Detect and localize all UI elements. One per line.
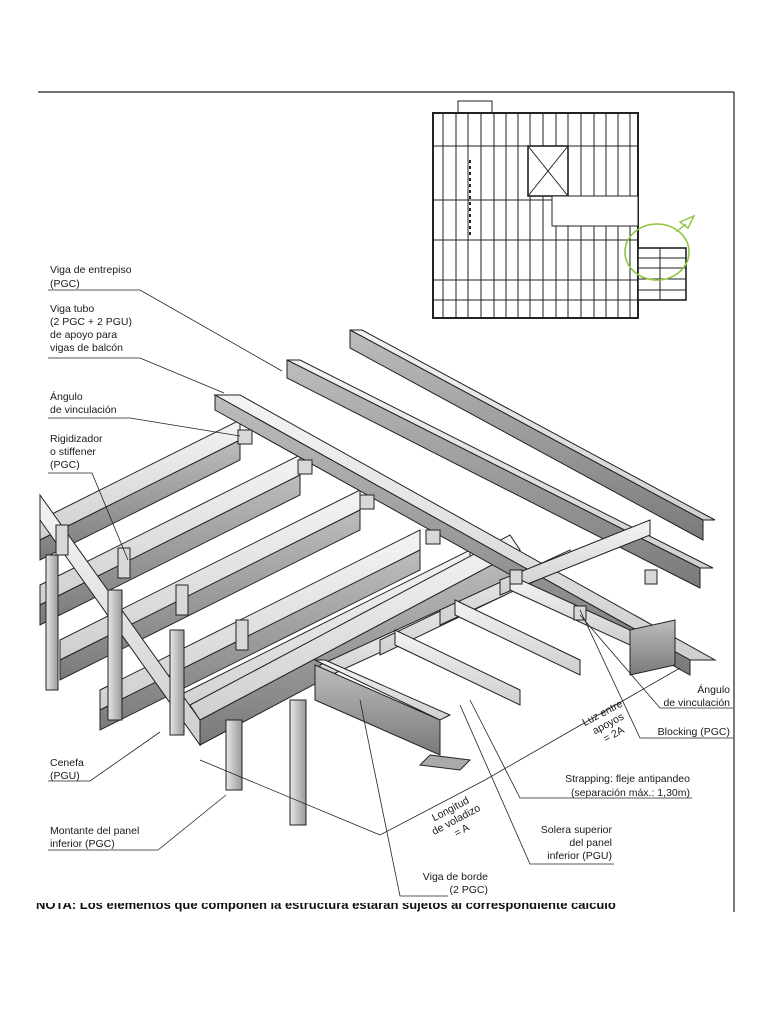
label-luz-entre-apoyos: Luz entreapoyos= 2A xyxy=(580,698,636,750)
framing-3d xyxy=(39,329,717,826)
label-viga-entrepiso: Viga de entrepiso(PGC) xyxy=(50,264,132,290)
footnote-text: NOTA: Los elementos que componen la estr… xyxy=(36,903,616,912)
label-strapping: Strapping: fleje antipandeo(separación m… xyxy=(565,773,690,799)
footnote: NOTA: Los elementos que componen la estr… xyxy=(36,903,736,912)
view-direction-icon xyxy=(678,214,696,230)
leader-lines xyxy=(48,289,733,897)
dimension-lines xyxy=(199,667,681,836)
label-viga-borde: Viga de borde(2 PGC) xyxy=(423,871,488,896)
callout-leader xyxy=(675,223,687,233)
plan-inset xyxy=(432,100,687,319)
label-cenefa: Cenefa(PGU) xyxy=(50,757,84,782)
callout-circle xyxy=(624,223,690,281)
label-longitud-voladizo: Longitudde voladizo= A xyxy=(424,792,488,849)
label-blocking: Blocking (PGC) xyxy=(658,726,730,738)
